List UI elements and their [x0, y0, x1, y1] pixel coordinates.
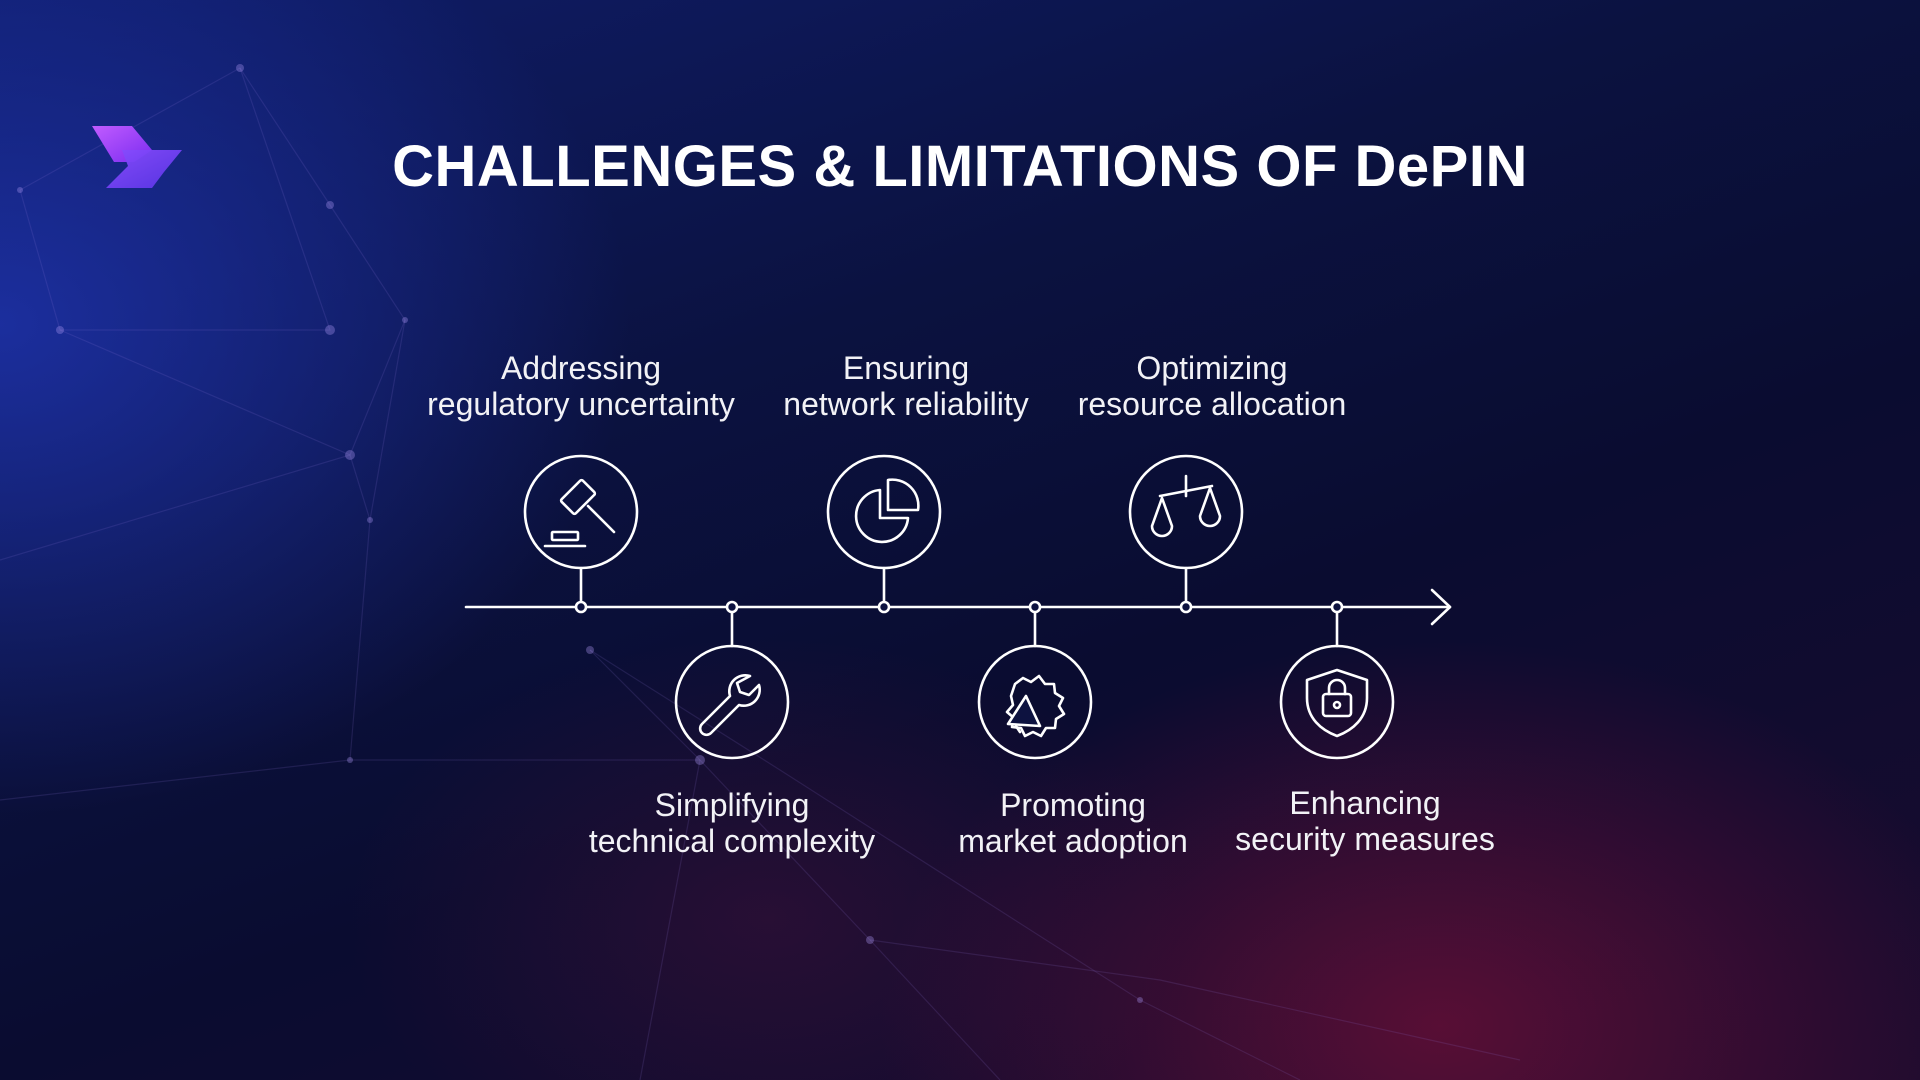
brand-chevron-logo [92, 126, 182, 188]
timeline-arrowhead [1430, 588, 1452, 626]
wrench-icon [698, 674, 761, 737]
step-5-node [1128, 454, 1244, 614]
scales-icon [1150, 474, 1222, 538]
step-3-label: Ensuring network reliability [783, 350, 1029, 422]
megaphone-icon [1005, 674, 1066, 738]
step-1-node [523, 454, 639, 614]
gavel-icon [543, 478, 616, 548]
step-6-label: Enhancing security measures [1235, 785, 1495, 857]
step-1-label: Addressing regulatory uncertainty [427, 350, 735, 422]
page-title: CHALLENGES & LIMITATIONS OF DePIN [392, 134, 1528, 199]
pie-chart-icon [854, 478, 920, 544]
step-4-node [977, 600, 1093, 760]
shield-lock-icon [1305, 668, 1369, 738]
step-3-node [826, 454, 942, 614]
step-2-node [674, 600, 790, 760]
step-6-node [1279, 600, 1395, 760]
step-5-label: Optimizing resource allocation [1077, 350, 1347, 422]
step-2-label: Simplifying technical complexity [588, 787, 876, 859]
step-4-label: Promoting market adoption [958, 787, 1188, 859]
